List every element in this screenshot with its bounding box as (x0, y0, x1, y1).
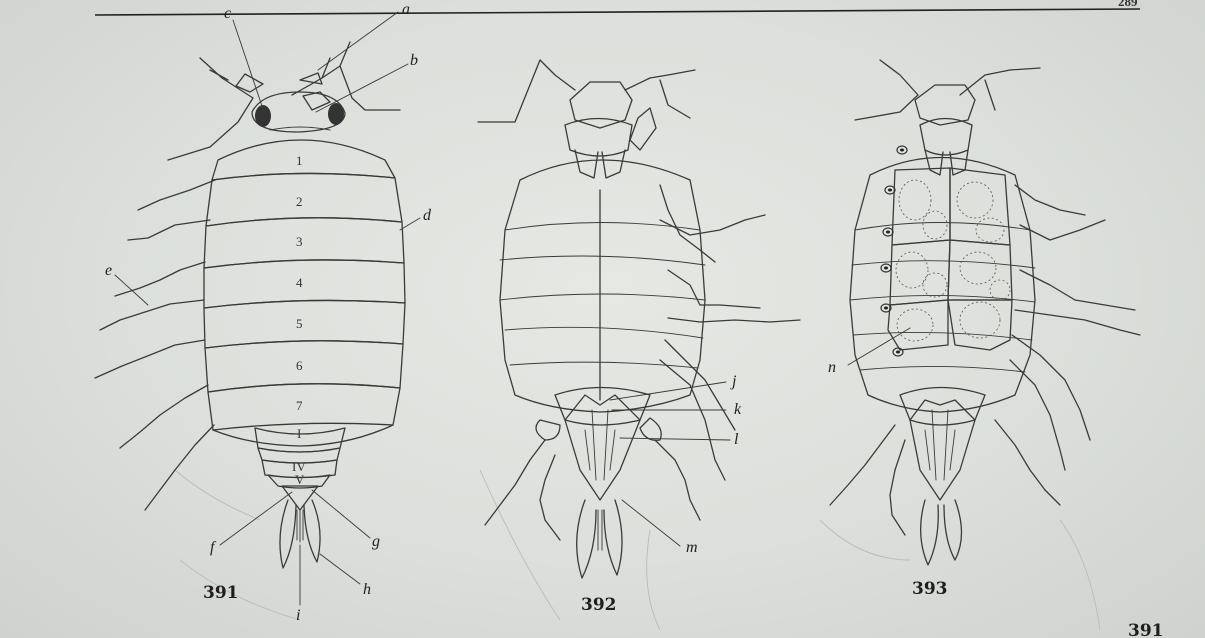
page-number: 289 (1118, 0, 1138, 9)
segment-5-label: 5 (296, 316, 303, 331)
header-rule (95, 9, 1140, 15)
figure-number-392: 392 (581, 595, 617, 615)
figure-392-ventral-view: j k l m 392 (478, 60, 800, 615)
label-m: m (686, 539, 698, 556)
segment-2-label: 2 (296, 194, 303, 209)
label-l: l (734, 431, 739, 448)
label-h: h (363, 581, 371, 598)
show-through-ghost-lines (175, 470, 1100, 630)
pleon-segment-I-label: I (297, 426, 301, 441)
label-g: g (372, 533, 380, 550)
figure-392-leader-lines (610, 382, 730, 546)
label-a: a (402, 1, 410, 18)
segment-7-label: 7 (296, 398, 303, 413)
pleon-segment-V-label: V (295, 472, 305, 487)
segment-3-label: 3 (296, 234, 303, 249)
footer-fragment-text: 391 (1128, 621, 1164, 638)
spiracle-marks (881, 146, 907, 356)
segment-4-label: 4 (296, 275, 303, 290)
figure-391-leader-lines (115, 12, 420, 605)
label-c: c (224, 5, 231, 22)
label-d: d (423, 207, 432, 224)
label-f: f (210, 539, 217, 556)
figure-number-391: 391 (203, 583, 239, 603)
label-n: n (828, 359, 836, 376)
label-j: j (730, 373, 737, 390)
label-i: i (296, 607, 300, 624)
figure-number-393: 393 (912, 579, 948, 599)
segment-6-label: 6 (296, 358, 303, 373)
label-b: b (410, 52, 418, 69)
figure-393-ventral-brood-view: n 393 (828, 60, 1140, 599)
label-k: k (734, 401, 742, 418)
figure-391-dorsal-view: 1 2 3 4 5 6 7 I IV V a b c d e f g h i 3… (95, 1, 432, 624)
segment-1-label: 1 (296, 153, 303, 168)
label-e: e (105, 262, 112, 279)
